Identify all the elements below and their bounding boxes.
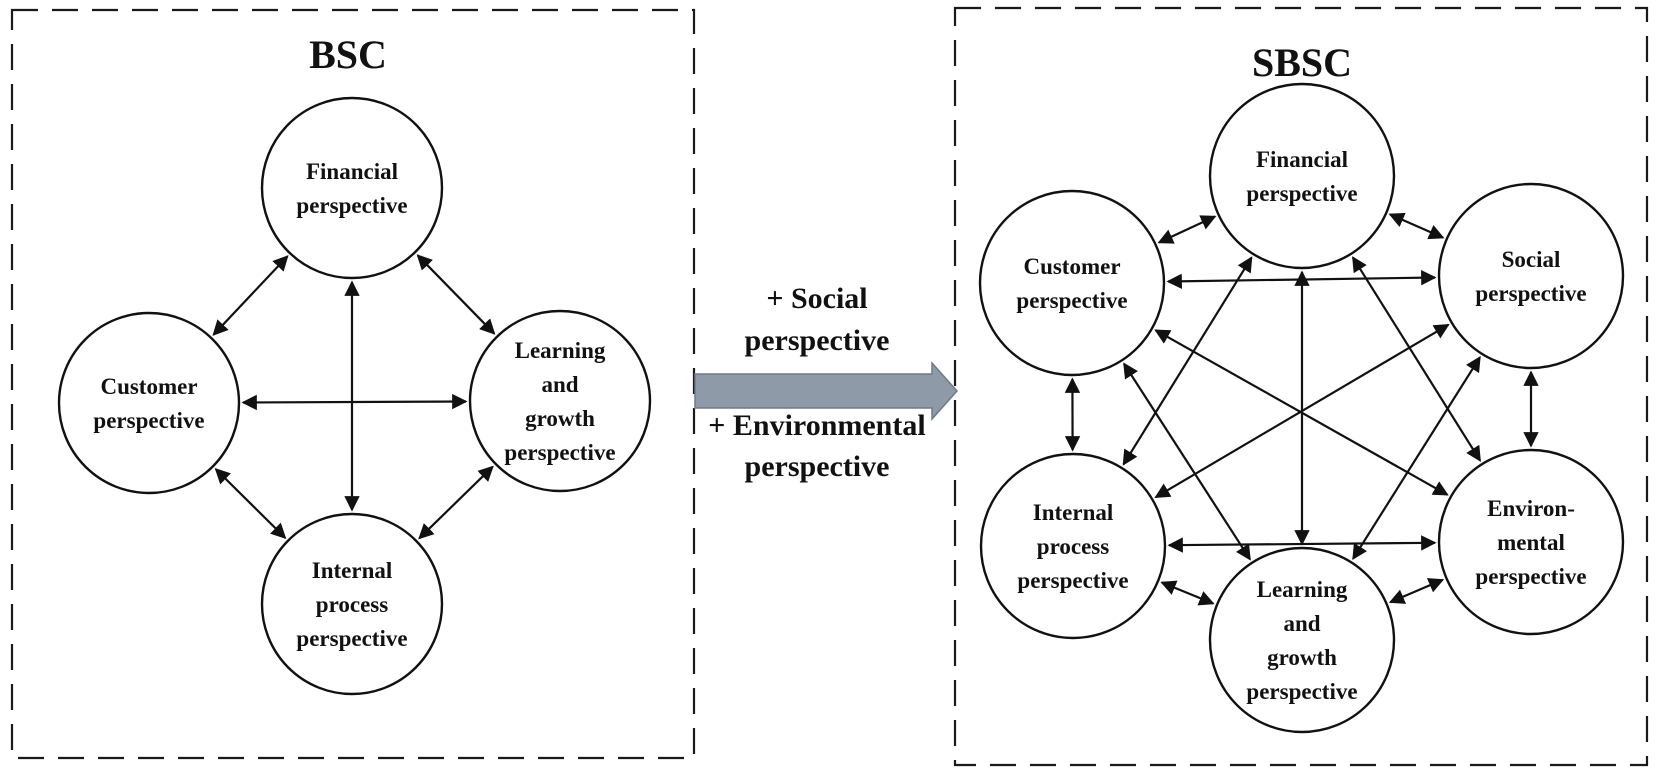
sbsc-node-internal-label-line: Internal — [1033, 500, 1114, 525]
bsc-link-financial-learning — [416, 254, 496, 335]
sbsc-node-financial: Financial perspective — [1208, 82, 1396, 270]
sbsc-link-financial-customer — [1157, 215, 1217, 244]
links-layer — [212, 212, 1539, 606]
sbsc-node-environmental-label-line: perspective — [1475, 564, 1586, 589]
sbsc-link-social-internal — [1154, 323, 1450, 499]
sbsc-link-environmental-learning — [1388, 578, 1445, 604]
sbsc-link-internal-learning — [1160, 580, 1215, 606]
sbsc-title: SBSC — [1252, 40, 1352, 85]
sbsc-node-customer-circle — [978, 189, 1166, 377]
sbsc-node-financial-label-line: Financial — [1256, 147, 1348, 172]
bsc-node-customer-label-line: perspective — [93, 408, 204, 433]
sbsc-node-customer: Customer perspective — [978, 189, 1166, 377]
transform-arrow — [694, 361, 959, 421]
bsc-node-learning-circle — [468, 309, 652, 493]
sbsc-node-internal-circle — [979, 452, 1167, 640]
sbsc-node-financial-label-line: perspective — [1246, 181, 1357, 206]
bsc-node-customer: Customer perspective — [57, 311, 241, 495]
bsc-title: BSC — [309, 32, 387, 77]
bsc-node-financial-circle — [260, 96, 444, 280]
sbsc-node-financial-circle — [1208, 82, 1396, 270]
bsc-link-learning-internal — [418, 465, 494, 540]
bsc-link-customer-internal — [214, 468, 287, 539]
bsc-node-financial-label-line: perspective — [296, 193, 407, 218]
sbsc-link-internal-environmental — [1167, 535, 1437, 553]
bsc-node-learning-label-line: perspective — [504, 440, 615, 465]
sbsc-node-environmental-label-line: Environ- — [1487, 496, 1575, 521]
sbsc-node-environmental-circle — [1437, 448, 1625, 636]
sbsc-panel-frame — [953, 6, 1649, 767]
bsc-node-internal-label-line: process — [316, 592, 388, 617]
sbsc-node-learning-label-line: Learning — [1257, 577, 1348, 602]
sbsc-node-internal-label-line: process — [1037, 534, 1109, 559]
bsc-node-financial: Financial perspective — [260, 96, 444, 280]
bsc-node-internal: Internal process perspective — [260, 512, 444, 696]
bsc-node-learning-label-line: and — [541, 372, 578, 397]
sbsc-node-social-label-line: Social — [1502, 247, 1561, 272]
sbsc-link-customer-social — [1166, 270, 1437, 289]
bsc-node-customer-circle — [57, 311, 241, 495]
sbsc-node-internal-label-line: perspective — [1017, 568, 1128, 593]
nodes-layer: FinancialperspectiveCustomerperspectiveL… — [57, 82, 1625, 734]
sbsc-node-customer-label-line: perspective — [1016, 288, 1127, 313]
transform-line-perspective-1: perspective — [745, 324, 890, 357]
bsc-node-financial-label-line: Financial — [306, 159, 398, 184]
transform-line-environmental: + Environmental — [708, 409, 925, 442]
transform-line-social: + Social — [766, 282, 867, 315]
sbsc-node-learning-label-line: perspective — [1246, 679, 1357, 704]
sbsc-node-environmental: Environ-mental perspective — [1437, 448, 1625, 636]
bsc-node-learning-label-line: Learning — [515, 338, 606, 363]
bsc-node-learning-label-line: growth — [525, 406, 595, 431]
sbsc-node-internal: Internal process perspective — [979, 452, 1167, 640]
sbsc-link-social-learning — [1352, 355, 1481, 561]
sbsc-link-financial-social — [1388, 212, 1445, 240]
bsc-panel-frame — [10, 8, 696, 760]
bsc-node-internal-circle — [260, 512, 444, 696]
sbsc-node-learning: Learning and growth perspective — [1208, 546, 1396, 734]
sbsc-node-social: Social perspective — [1437, 182, 1625, 370]
bsc-node-learning: Learning and growth perspective — [468, 309, 652, 493]
sbsc-node-learning-label-line: growth — [1267, 645, 1337, 670]
sbsc-node-social-circle — [1437, 182, 1625, 370]
sbsc-node-environmental-label-line: mental — [1497, 530, 1565, 555]
transform-group: + Social perspective + Environmental per… — [694, 282, 959, 483]
bsc-link-customer-learning — [241, 393, 468, 411]
transform-line-perspective-2: perspective — [745, 450, 890, 483]
sbsc-node-learning-circle — [1208, 546, 1396, 734]
bsc-node-internal-label-line: perspective — [296, 626, 407, 651]
sbsc-node-social-label-line: perspective — [1475, 281, 1586, 306]
sbsc-node-customer-label-line: Customer — [1023, 254, 1120, 279]
sbsc-node-learning-label-line: and — [1283, 611, 1320, 636]
bsc-node-internal-label-line: Internal — [312, 558, 393, 583]
bsc-node-customer-label-line: Customer — [100, 374, 197, 399]
bsc-link-financial-customer — [212, 255, 289, 336]
